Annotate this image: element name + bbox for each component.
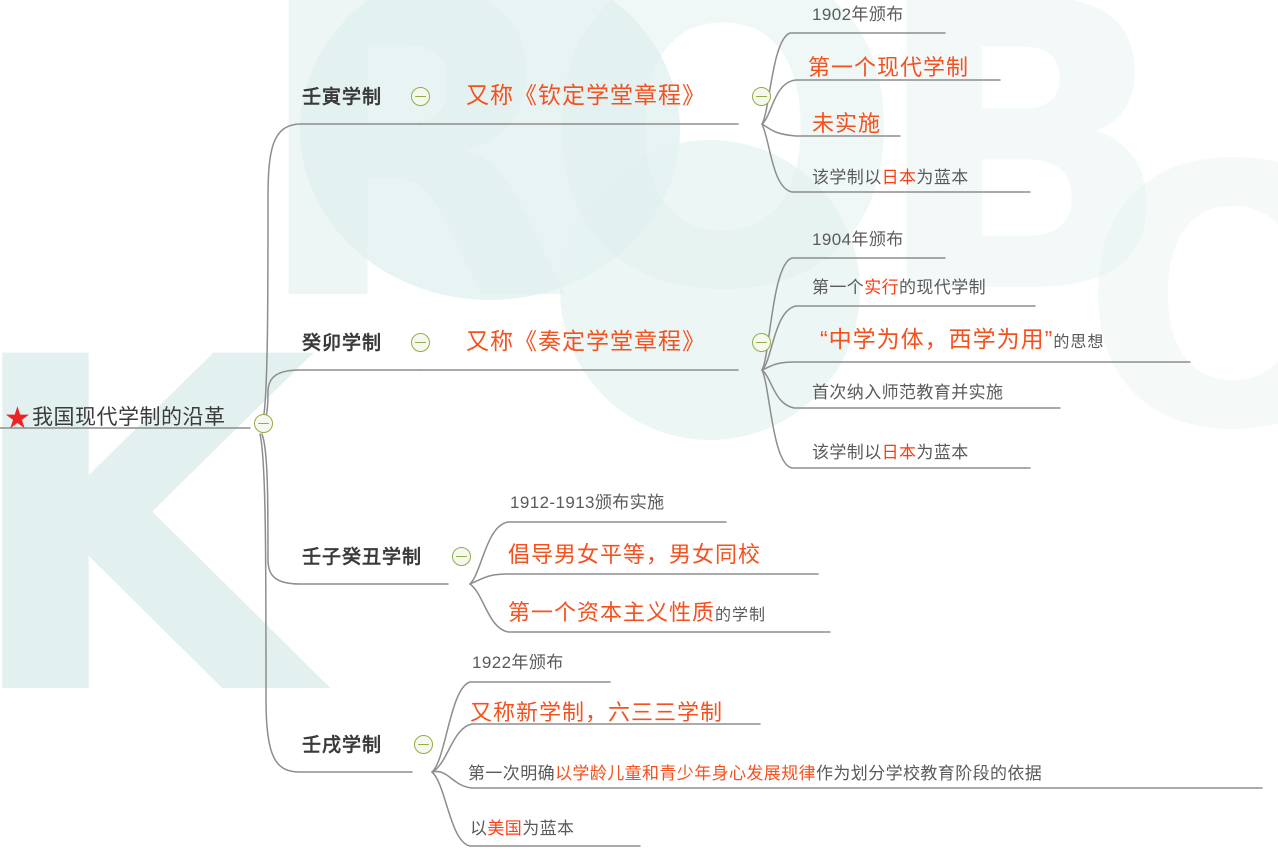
branch-guimao-alias[interactable]: 又称《奏定学堂章程》 — [466, 328, 706, 354]
leaf-node[interactable]: 1902年颁布 — [812, 6, 904, 23]
leaf-node[interactable]: 第一次明确以学龄儿童和青少年身心发展规律作为划分学校教育阶段的依据 — [468, 765, 1042, 782]
leaf-text-segment: 的现代学制 — [899, 278, 987, 297]
leaf-node[interactable]: 以美国为蓝本 — [470, 820, 574, 837]
branch-renyin-alias-collapse-toggle[interactable] — [752, 87, 771, 106]
leaf-text-segment: 第一次明确 — [468, 764, 555, 783]
leaf-node[interactable]: 1912-1913颁布实施 — [510, 494, 665, 511]
leaf-text-segment: 为蓝本 — [916, 443, 969, 462]
root-star-icon: ★ — [4, 402, 31, 435]
wire-b1-leaf-1 — [761, 32, 946, 125]
root-collapse-toggle[interactable] — [254, 414, 273, 433]
leaf-text-segment: 倡导男女平等，男女同校 — [508, 542, 762, 567]
wire-b4-leaf-2 — [431, 723, 761, 773]
wire-b3-leaf-3 — [469, 583, 831, 633]
leaf-node[interactable]: 1922年颁布 — [472, 654, 564, 671]
leaf-node[interactable]: 首次纳入师范教育并实施 — [812, 384, 1003, 401]
leaf-text-segment: 为蓝本 — [522, 819, 575, 838]
leaf-text-highlight: 以学龄儿童和青少年身心发展规律 — [555, 764, 816, 783]
leaf-node[interactable]: “中学为体，西学为用”的思想 — [820, 328, 1104, 351]
leaf-text-highlight: “中学为体，西学为用” — [820, 326, 1054, 352]
leaf-text-highlight: 日本 — [881, 168, 917, 187]
leaf-text-segment: 作为划分学校教育阶段的依据 — [816, 764, 1043, 783]
wire-b2-leaf-1 — [761, 257, 946, 371]
branch-renzi-guichou-collapse-toggle[interactable] — [452, 547, 471, 566]
branch-node-guimao[interactable]: 癸卯学制 — [302, 333, 383, 354]
leaf-text-segment: 1904年颁布 — [812, 230, 904, 249]
leaf-node[interactable]: 又称新学制，六三三学制 — [470, 702, 723, 724]
root-node-label[interactable]: 我国现代学制的沿革 — [32, 406, 226, 429]
leaf-node[interactable]: 1904年颁布 — [812, 231, 904, 248]
wire-root-to-branch-1 — [261, 123, 421, 425]
leaf-text-highlight: 日本 — [881, 443, 917, 462]
wire-root-to-branch-2 — [263, 369, 421, 425]
wire-b1-leaf-3 — [761, 123, 901, 137]
wire-root-to-branch-3 — [261, 433, 431, 585]
branch-node-renyin[interactable]: 壬寅学制 — [302, 87, 383, 108]
branch-guimao-collapse-toggle[interactable] — [411, 333, 430, 352]
leaf-node[interactable]: 第一个现代学制 — [808, 57, 969, 79]
leaf-node[interactable]: 第一个实行的现代学制 — [812, 279, 986, 296]
leaf-text-segment: 第一个现代学制 — [808, 55, 970, 80]
branch-node-renzi-guichou[interactable]: 壬子癸丑学制 — [302, 547, 423, 568]
branch-guimao-alias-collapse-toggle[interactable] — [752, 333, 771, 352]
leaf-text-highlight: 第一个资本主义性质 — [508, 600, 716, 625]
leaf-text-segment: 的学制 — [715, 607, 767, 624]
branch-renyin-collapse-toggle[interactable] — [411, 87, 430, 106]
leaf-text-highlight: 美国 — [487, 819, 523, 838]
wire-b4-leaf-3 — [431, 770, 1263, 789]
leaf-text-segment: 的思想 — [1053, 334, 1105, 351]
wire-b3-leaf-2 — [469, 573, 819, 585]
leaf-text-segment: 该学制以 — [812, 443, 882, 462]
wire-b3-leaf-1 — [469, 521, 727, 585]
wire-root-to-branch-4 — [259, 433, 411, 773]
wire-b4-leaf-1 — [431, 681, 611, 773]
branch-renyin-alias[interactable]: 又称《钦定学堂章程》 — [466, 82, 706, 108]
branch-node-renxu[interactable]: 壬戌学制 — [302, 735, 383, 756]
leaf-node[interactable]: 第一个资本主义性质的学制 — [508, 602, 766, 624]
leaf-node[interactable]: 未实施 — [812, 113, 881, 135]
leaf-text-highlight: 实行 — [864, 278, 900, 297]
leaf-text-segment: 1912-1913颁布实施 — [510, 493, 665, 512]
wire-b1-leaf-2 — [761, 79, 1001, 125]
wire-b4-leaf-4 — [431, 771, 641, 847]
branch-renxu-collapse-toggle[interactable] — [414, 735, 433, 754]
leaf-text-segment: 以 — [470, 819, 488, 838]
wire-b2-leaf-3 — [761, 361, 1191, 371]
leaf-text-segment: 又称新学制，六三三学制 — [470, 700, 724, 725]
leaf-node[interactable]: 倡导男女平等，男女同校 — [508, 544, 761, 566]
leaf-text-segment: 首次纳入师范教育并实施 — [812, 383, 1004, 402]
leaf-text-segment: 1922年颁布 — [472, 653, 564, 672]
leaf-node[interactable]: 该学制以日本为蓝本 — [812, 444, 969, 461]
leaf-text-segment: 未实施 — [812, 111, 882, 136]
leaf-text-segment: 第一个 — [812, 278, 865, 297]
leaf-text-segment: 该学制以 — [812, 168, 882, 187]
leaf-node[interactable]: 该学制以日本为蓝本 — [812, 169, 969, 186]
leaf-text-segment: 1902年颁布 — [812, 5, 904, 24]
leaf-text-segment: 为蓝本 — [916, 168, 969, 187]
